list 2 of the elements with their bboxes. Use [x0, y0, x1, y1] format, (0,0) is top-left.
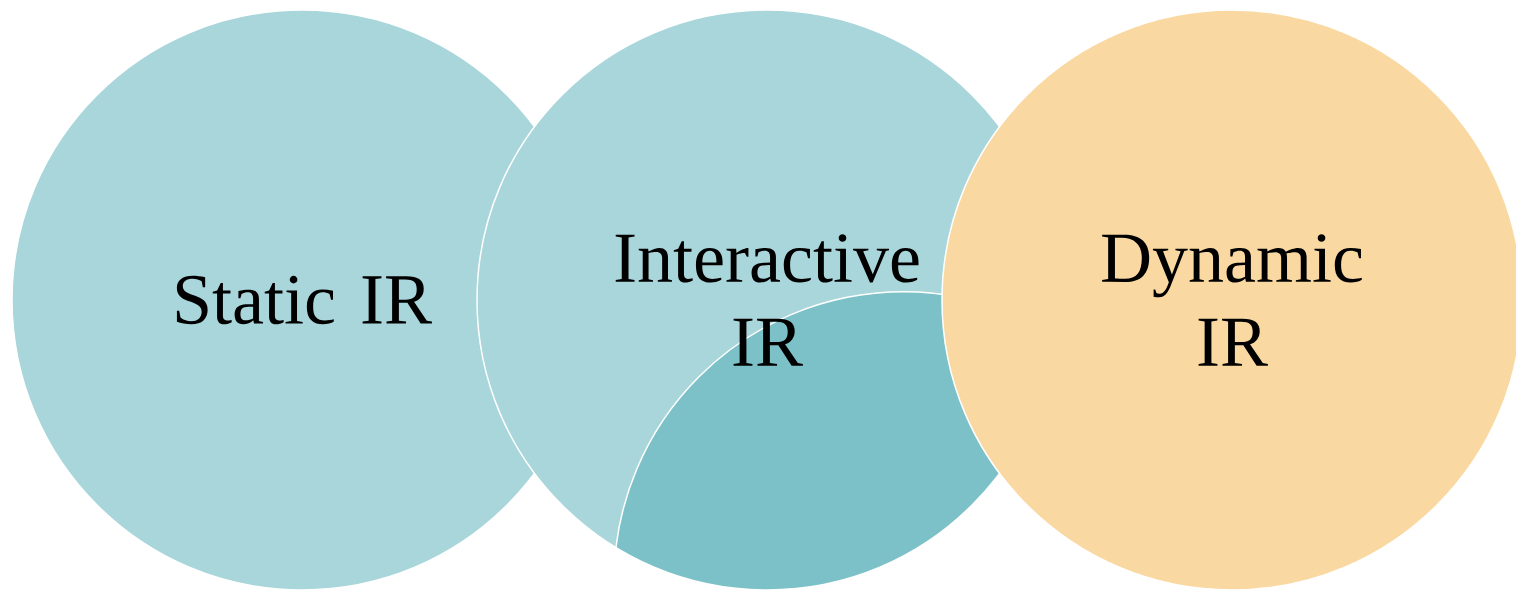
- node-label: Static IR: [176, 275, 432, 325]
- node-label: Interactive IR: [615, 234, 919, 366]
